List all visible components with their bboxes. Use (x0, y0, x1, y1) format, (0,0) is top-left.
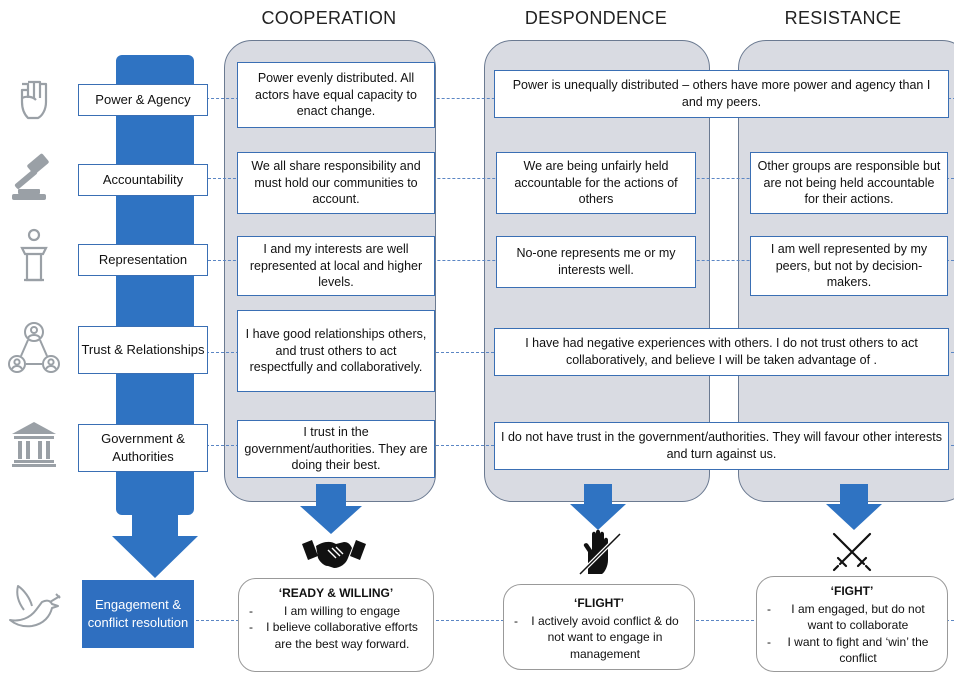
response-despondence-box: ‘FLIGHT’ I actively avoid conflict & do … (503, 584, 695, 670)
crossed-swords-icon (832, 532, 872, 572)
response-resistance-box: ‘FIGHT’ I am engaged, but do not want to… (756, 576, 948, 672)
list-item: I am engaged, but do not want to collabo… (767, 601, 937, 633)
gavel-icon (12, 153, 49, 200)
response-resistance-title: ‘FIGHT’ (830, 584, 874, 598)
despondence-representation-box: No-one represents me or my interests wel… (496, 236, 696, 288)
factor-label-representation: Representation (78, 244, 208, 276)
response-despondence-title: ‘FLIGHT’ (574, 596, 624, 610)
list-item: I am willing to engage (249, 603, 423, 619)
list-item: I want to fight and ‘win’ the conflict (767, 634, 937, 666)
factor-label-accountability: Accountability (78, 164, 208, 196)
stop-hand-icon (578, 529, 622, 576)
cooperation-power-box: Power evenly distributed. All actors hav… (237, 62, 435, 128)
shared-government-box: I do not have trust in the government/au… (494, 422, 949, 470)
network-people-icon (8, 322, 60, 373)
cooperation-trust-box: I have good relationships others, and tr… (237, 310, 435, 392)
resistance-representation-box: I am well represented by my peers, but n… (750, 236, 948, 296)
factor-label-power: Power & Agency (78, 84, 208, 116)
shared-trust-box: I have had negative experiences with oth… (494, 328, 949, 376)
government-building-icon (12, 422, 56, 467)
arrow-down-engagement (112, 498, 198, 578)
cooperation-government-box: I trust in the government/authorities. T… (237, 420, 435, 478)
response-cooperation-box: ‘READY & WILLING’ I am willing to engage… (238, 578, 434, 672)
arrow-down-resistance (826, 484, 882, 530)
factor-label-trust: Trust & Relationships (78, 326, 208, 374)
resistance-accountability-box: Other groups are responsible but are not… (750, 152, 948, 214)
arrow-down-cooperation (300, 484, 362, 534)
header-resistance: RESISTANCE (784, 8, 902, 28)
podium-icon (20, 228, 48, 282)
arrow-down-despondence (570, 484, 626, 530)
header-cooperation: COOPERATION (261, 8, 397, 28)
list-item: I believe collaborative efforts are the … (249, 619, 423, 651)
header-despondence: DESPONDENCE (524, 8, 668, 28)
cooperation-representation-box: I and my interests are well represented … (237, 236, 435, 296)
shared-power-box: Power is unequally distributed – others … (494, 70, 949, 118)
despondence-accountability-box: We are being unfairly held accountable f… (496, 152, 696, 214)
cooperation-accountability-box: We all share responsibility and must hol… (237, 152, 435, 214)
handshake-icon (302, 540, 366, 568)
raised-fist-icon (20, 80, 48, 120)
factor-label-government: Government & Authorities (78, 424, 208, 472)
dove-icon (9, 585, 61, 628)
engagement-conflict-resolution-box: Engagement & conflict resolution (82, 580, 194, 648)
response-cooperation-title: ‘READY & WILLING’ (278, 586, 394, 600)
list-item: I actively avoid conflict & do not want … (514, 613, 684, 662)
